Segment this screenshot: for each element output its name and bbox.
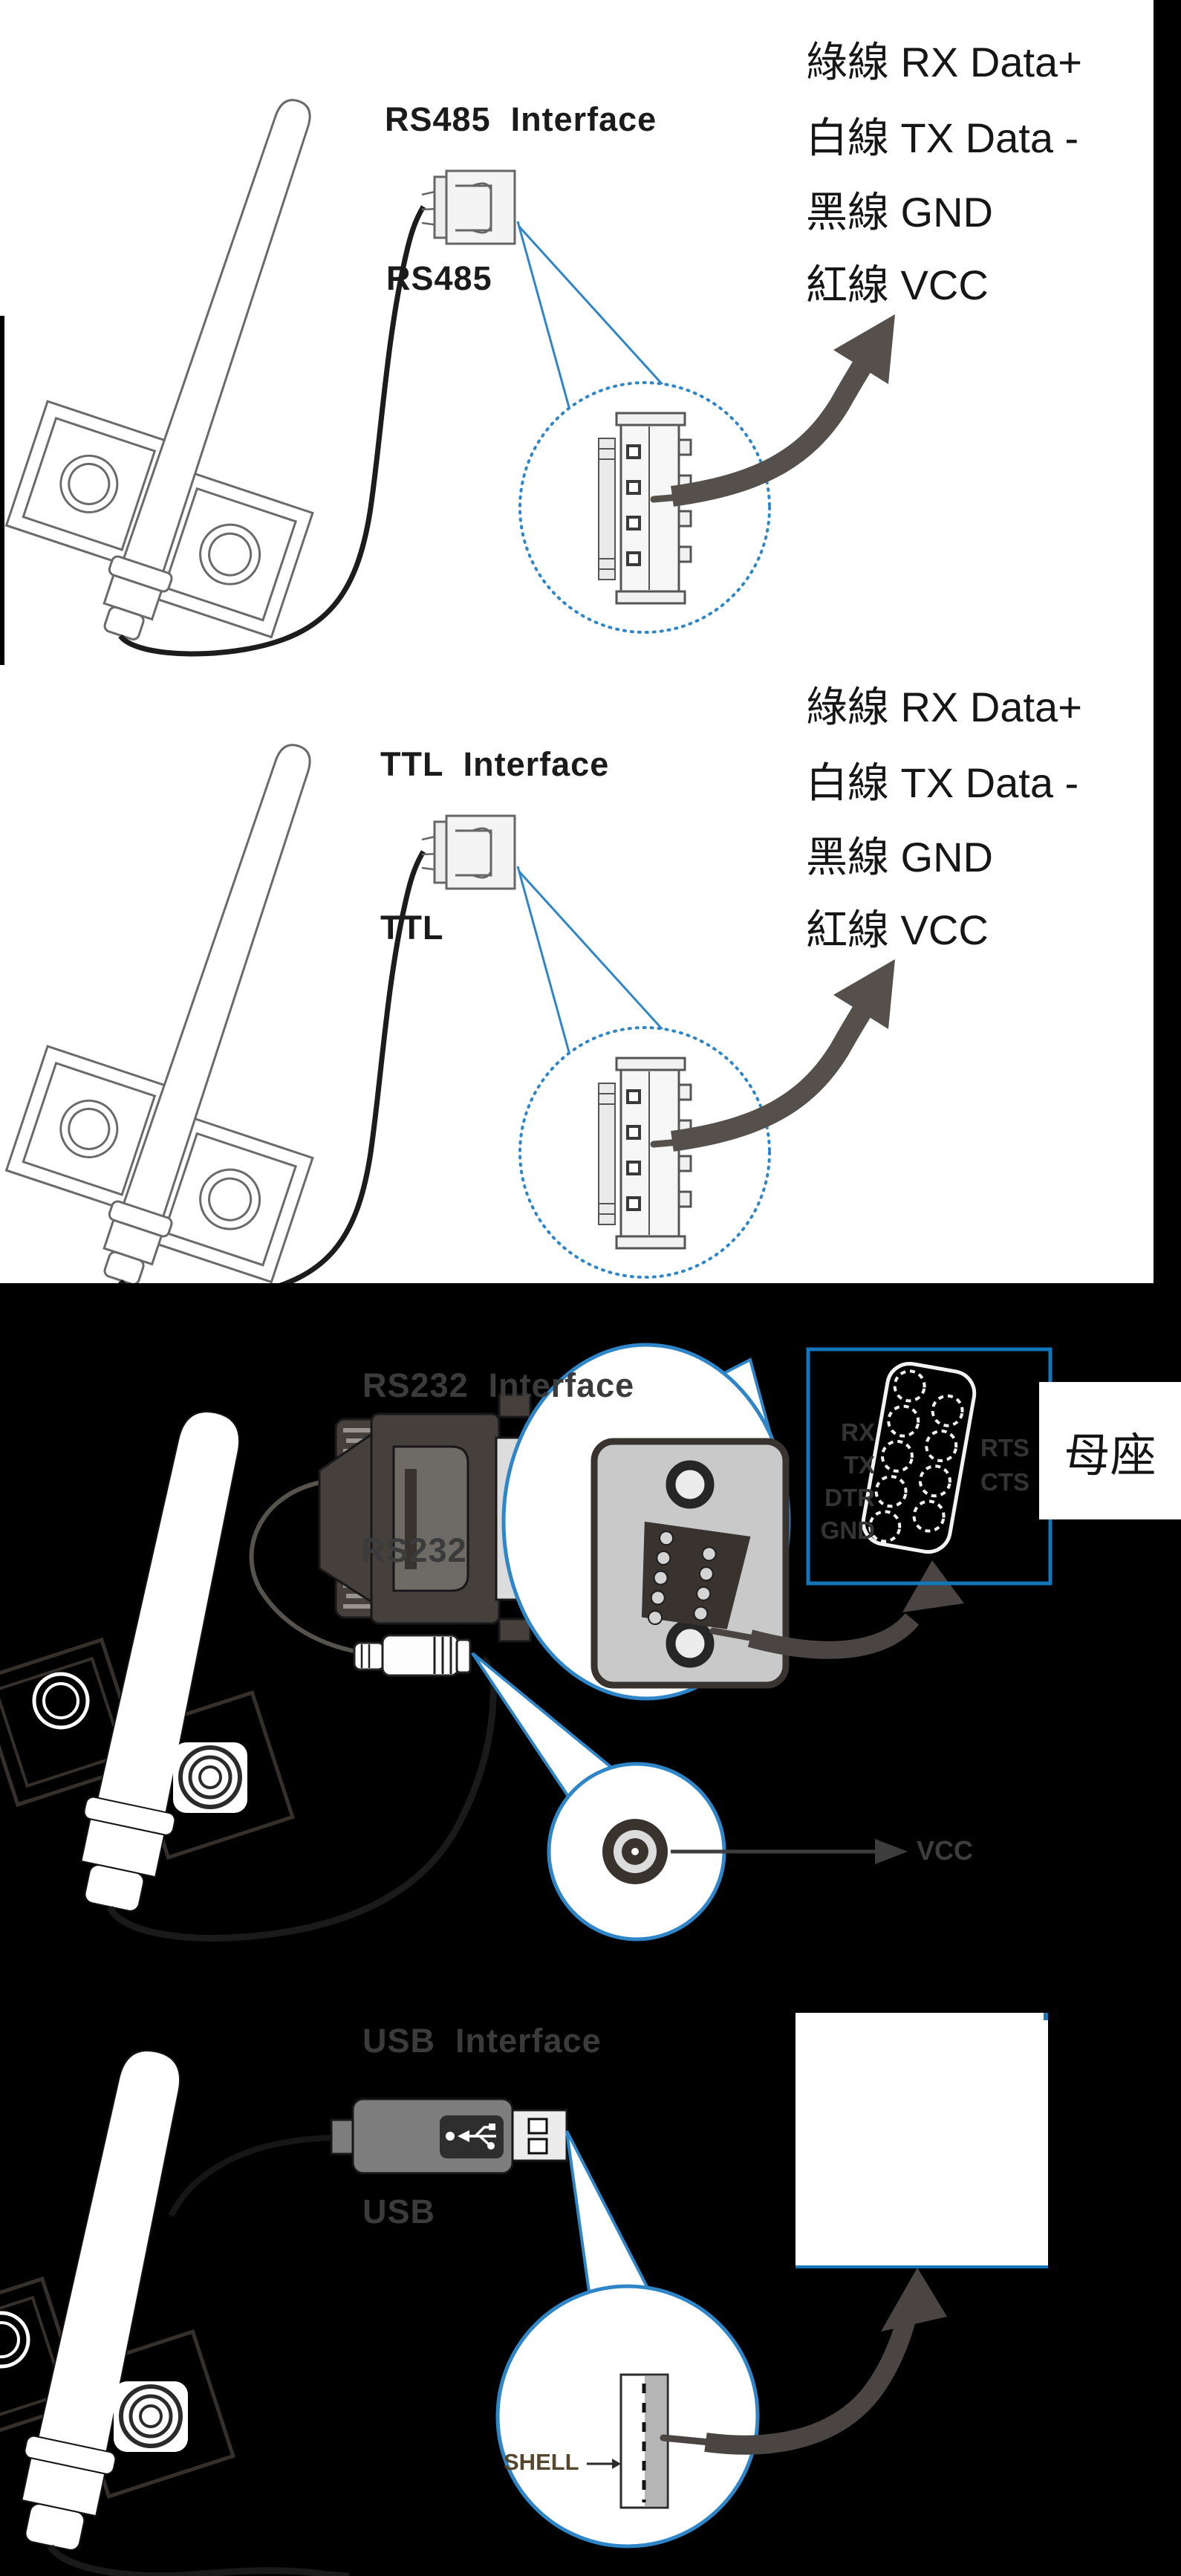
db9-pin-labels-left: RX TX DTR GND: [801, 1416, 875, 1547]
usb-sideview-graphic: [587, 2373, 669, 2509]
pin-label: GND: [820, 1516, 875, 1544]
interface-plug-graphic: [421, 169, 516, 245]
antenna-cable-dark: [106, 1655, 497, 1941]
power-wire: [249, 1480, 378, 1657]
ttl-wire-label: 綠線 RX Data+: [806, 684, 1082, 730]
rs485-wire-label: 白線 TX Data -: [806, 114, 1079, 161]
usb-title: USB Interface: [362, 2022, 602, 2060]
pin-label: CTS: [980, 1468, 1029, 1496]
barrel-jack-face-graphic: [602, 1819, 668, 1884]
pin-label: RX: [841, 1418, 875, 1446]
panel1-left-border: [0, 316, 4, 665]
usb-antenna: [0, 2043, 233, 2556]
rs485-wire-label: 紅線 VCC: [806, 262, 989, 308]
socket-type-box: 母座: [1039, 1382, 1181, 1519]
usb-antenna-cable: [48, 2544, 350, 2576]
rs485-wire-label: 黑線 GND: [806, 189, 993, 236]
right-edge-strip: [1154, 0, 1181, 1283]
ttl-wire-label: 黑線 GND: [806, 834, 993, 880]
socket-type-label: 母座: [1064, 1430, 1156, 1482]
ttl-wire-label: 白線 TX Data -: [806, 759, 1079, 806]
shell-arrow-icon: [587, 2459, 621, 2469]
rs232-title: RS232 Interface: [362, 1366, 635, 1404]
arrow-to-box-icon: [660, 2268, 947, 2455]
rs485-connector-label: RS485: [386, 259, 492, 297]
ttl-title: TTL Interface: [380, 745, 610, 783]
antenna-graphic: [4, 99, 314, 640]
rs485-wire-label: 綠線 RX Data+: [806, 39, 1082, 85]
ttl-wire-label: 紅線 VCC: [806, 906, 989, 953]
usb-plug-graphic: [168, 2098, 568, 2217]
black-panels-artwork: [0, 1343, 1053, 2576]
db9-pin-labels-right: RTS CTS: [980, 1431, 1029, 1499]
shell-label: SHELL: [504, 2449, 579, 2475]
pin-header-graphic: [598, 412, 692, 605]
barrel-connector-graphic: [353, 1634, 472, 1677]
vcc-label: VCC: [917, 1835, 974, 1866]
pin-label: TX: [843, 1451, 875, 1479]
antenna-graphic-dark: [0, 1411, 296, 1912]
white-panels-artwork: [0, 99, 1181, 1283]
antenna-cable: [118, 205, 426, 657]
rs485-title: RS485 Interface: [385, 100, 657, 138]
arrow-to-callout-icon: [709, 1560, 964, 1659]
db9-female-outline: [861, 1361, 977, 1554]
vcc-arrow-icon: [671, 1839, 908, 1864]
ttl-connector-label: TTL: [380, 909, 444, 947]
db9-male-graphic: [590, 1438, 790, 1689]
usb-connector-label: USB: [362, 2193, 436, 2231]
pin-label: RTS: [980, 1434, 1029, 1461]
rs232-connector-graphic: [318, 1393, 533, 1643]
empty-label-box: [796, 2013, 1048, 2268]
pin-label: DTR: [824, 1484, 875, 1511]
arrow-to-labels-icon: [650, 314, 895, 507]
ttl-artwork: [0, 701, 895, 1283]
rs232-connector-label: RS232: [361, 1531, 467, 1569]
usb-trident-icon: [446, 2124, 496, 2150]
